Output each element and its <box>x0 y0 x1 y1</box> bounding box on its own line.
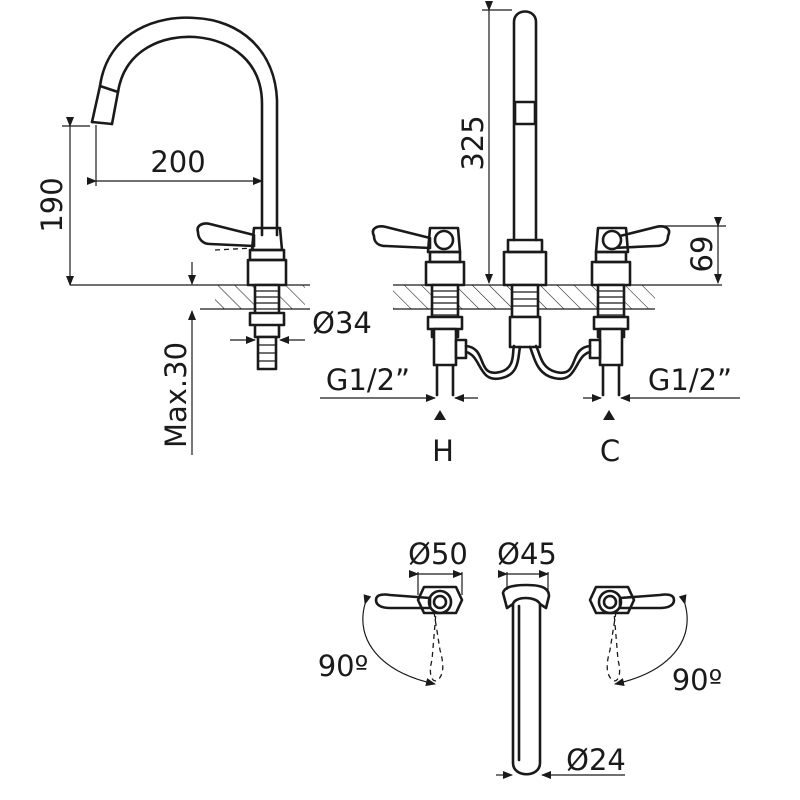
front-hot-valve <box>371 225 468 397</box>
label-cold: C <box>600 434 620 468</box>
front-cold-valve <box>588 225 671 397</box>
front-flexible-hose-right <box>534 344 592 375</box>
front-flexible-hose-left <box>464 344 516 375</box>
dim-max-deck-thickness: Max.30 <box>159 342 193 448</box>
hot-arrow-icon <box>434 410 446 420</box>
top-cold-rotation-arc <box>614 594 688 686</box>
top-cold-handle <box>588 585 676 682</box>
dim-rotation-left: 90º <box>318 649 369 683</box>
dim-overall-height: 325 <box>456 115 490 170</box>
dim-rotation-right: 90º <box>672 663 723 697</box>
top-hot-rotation-arc <box>362 594 436 686</box>
dim-spout-base: Ø45 <box>497 537 557 571</box>
dim-handle-base: Ø50 <box>408 537 468 571</box>
side-lever-handle <box>196 222 256 248</box>
side-shank <box>248 283 286 371</box>
dim-spout-reach: 200 <box>150 145 205 179</box>
dim-spout-height: 190 <box>35 177 69 232</box>
top-spout <box>501 583 551 776</box>
dim-spout-tube: Ø24 <box>566 743 626 777</box>
front-view: 325 69 G1/2” G1/2” H C <box>320 1 740 468</box>
top-view: 90º 90º Ø50 Ø45 Ø24 <box>318 537 723 779</box>
dim-handle-height: 69 <box>685 236 719 273</box>
side-view: 190 200 Ø34 Max.30 <box>35 16 372 455</box>
side-spout <box>90 16 279 237</box>
dim-connection-left: G1/2” <box>326 363 410 397</box>
dim-mounting-hole: Ø34 <box>312 306 372 340</box>
dim-connection-right: G1/2” <box>648 363 732 397</box>
front-spout <box>502 10 548 349</box>
label-hot: H <box>432 434 454 468</box>
cold-arrow-icon <box>603 410 615 420</box>
top-hot-handle <box>374 585 464 682</box>
